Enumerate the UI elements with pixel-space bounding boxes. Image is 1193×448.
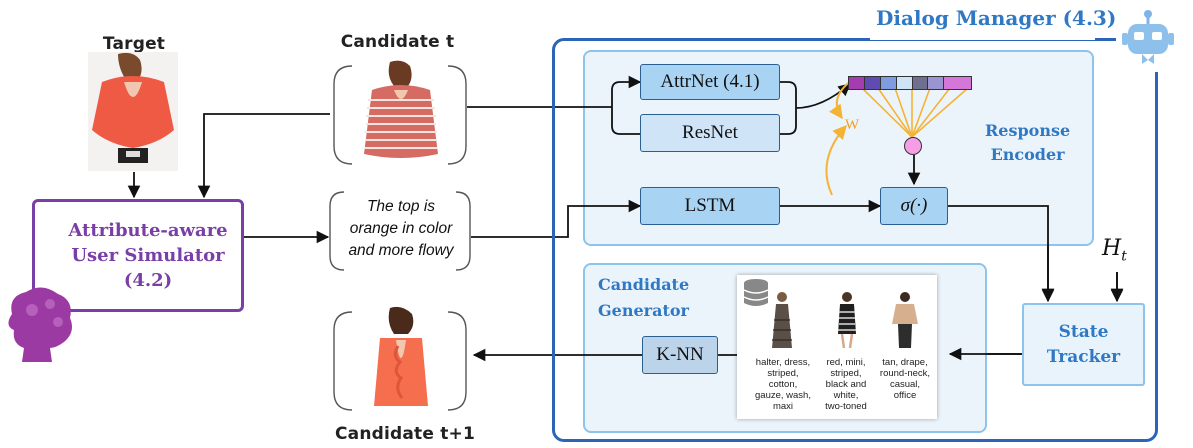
sigma-module: σ(·) [880,187,948,225]
catalog-item-3 [876,290,934,348]
knn-module: K-NN [642,336,718,374]
ht-label: Ht [1102,236,1127,265]
user-simulator-box: Attribute-aware User Simulator (4.2) [32,199,244,312]
embedding-vector [848,76,972,90]
attrnet-module: AttrNet (4.1) [640,64,780,100]
state-tracker-module: State Tracker [1022,303,1145,386]
catalog-caption-2: red, mini, striped, black and white, two… [825,357,867,412]
arrow-candidate-to-simulator [197,113,330,199]
candidate-t1-image [356,306,446,410]
resnet-module: ResNet [640,114,780,152]
dialog-manager-frame [552,38,1158,442]
target-image [88,52,178,171]
response-encoder-label: Response Encoder [985,121,1071,164]
catalog-caption-3: tan, drape, round-neck, casual, office [879,357,931,401]
catalog-caption-1: halter, dress, striped, cotton, gauze, w… [755,357,811,412]
target-label: Target [102,34,166,54]
dialog-manager-title: Dialog Manager (4.3) [876,6,1117,30]
catalog-item-1 [752,290,812,348]
candidate-t-image [356,60,446,164]
database-icon [741,277,771,314]
candidate-generator-label: Candidate Generator [598,275,690,320]
lstm-module: LSTM [640,187,780,225]
robot-icon [1116,8,1180,72]
candidate-t-label: Candidate t [340,32,455,52]
w-label: W [845,117,860,133]
attention-node [904,137,922,155]
feedback-text: The top is orange in color and more flow… [348,198,454,259]
candidate-t1-label: Candidate t+1 [334,424,476,444]
catalog-item-2 [818,290,876,349]
user-head-icon [2,286,74,362]
